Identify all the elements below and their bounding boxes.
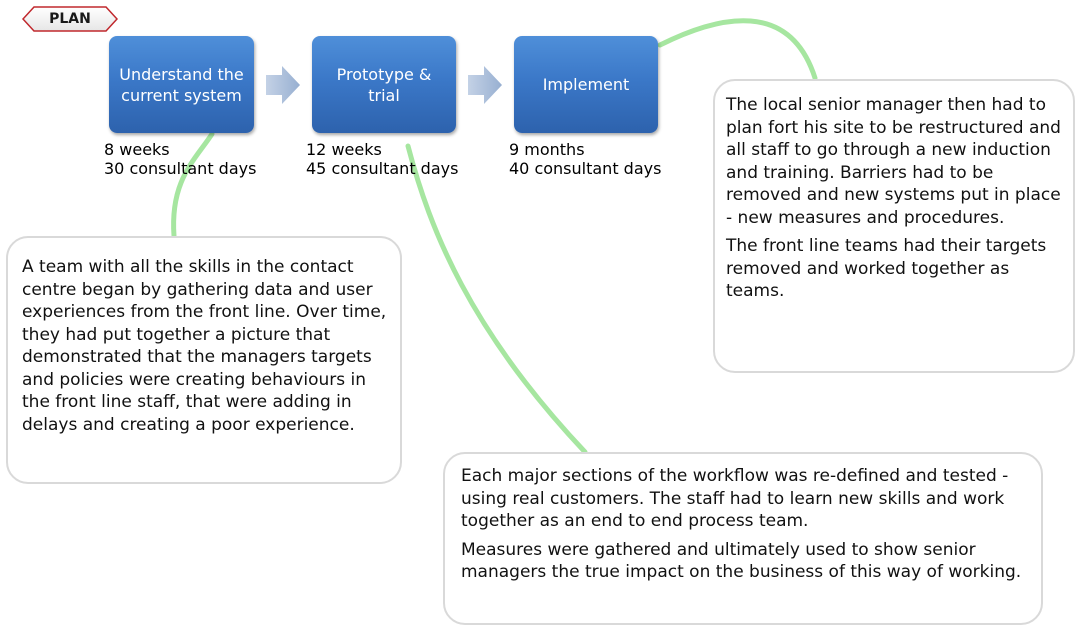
stage-implement-line-1: Implement — [542, 75, 630, 94]
stage-prototype: Prototype & trial — [312, 36, 456, 133]
callout-implement-text-2: The front line teams had their targets r… — [726, 236, 1047, 301]
stage-understand: Understand the current system — [109, 36, 254, 133]
stage-understand-effort: 30 consultant days — [104, 159, 257, 178]
stage-prototype-stats: 12 weeks 45 consultant days — [306, 140, 458, 178]
stage-implement-stats: 9 months 40 consultant days — [509, 140, 661, 178]
stage-prototype-effort: 45 consultant days — [306, 159, 459, 178]
connector-prototype — [405, 143, 588, 455]
stage-implement-effort: 40 consultant days — [509, 159, 662, 178]
stage-understand-line-1: Understand the — [119, 64, 244, 84]
connector-implement — [657, 18, 818, 81]
stage-prototype-line-2: trial — [368, 85, 400, 105]
flow-arrow-2 — [468, 66, 502, 104]
callout-implement: The local senior manager then had to pla… — [713, 79, 1075, 373]
stage-understand-line-2: current system — [121, 85, 242, 105]
callout-understand-text: A team with all the skills in the contac… — [22, 257, 387, 435]
stage-implement-duration: 9 months — [509, 140, 585, 159]
plan-tag-shape — [22, 6, 118, 32]
callout-understand: A team with all the skills in the contac… — [6, 236, 402, 484]
stage-understand-duration: 8 weeks — [104, 140, 170, 159]
stage-prototype-duration: 12 weeks — [306, 140, 382, 159]
stage-understand-stats: 8 weeks 30 consultant days — [104, 140, 256, 178]
flow-arrow-1 — [266, 66, 300, 104]
callout-implement-text-1: The local senior manager then had to pla… — [726, 95, 1061, 228]
callout-prototype: Each major sections of the workflow was … — [443, 452, 1043, 625]
plan-label: PLAN — [49, 11, 91, 27]
plan-tag: PLAN — [22, 6, 118, 32]
stage-implement: Implement — [514, 36, 658, 133]
connector-understand — [171, 131, 215, 239]
callout-prototype-text-1: Each major sections of the workflow was … — [461, 466, 1009, 531]
callout-prototype-text-2: Measures were gathered and ultimately us… — [461, 539, 1022, 583]
stage-prototype-line-1: Prototype & — [336, 64, 432, 84]
